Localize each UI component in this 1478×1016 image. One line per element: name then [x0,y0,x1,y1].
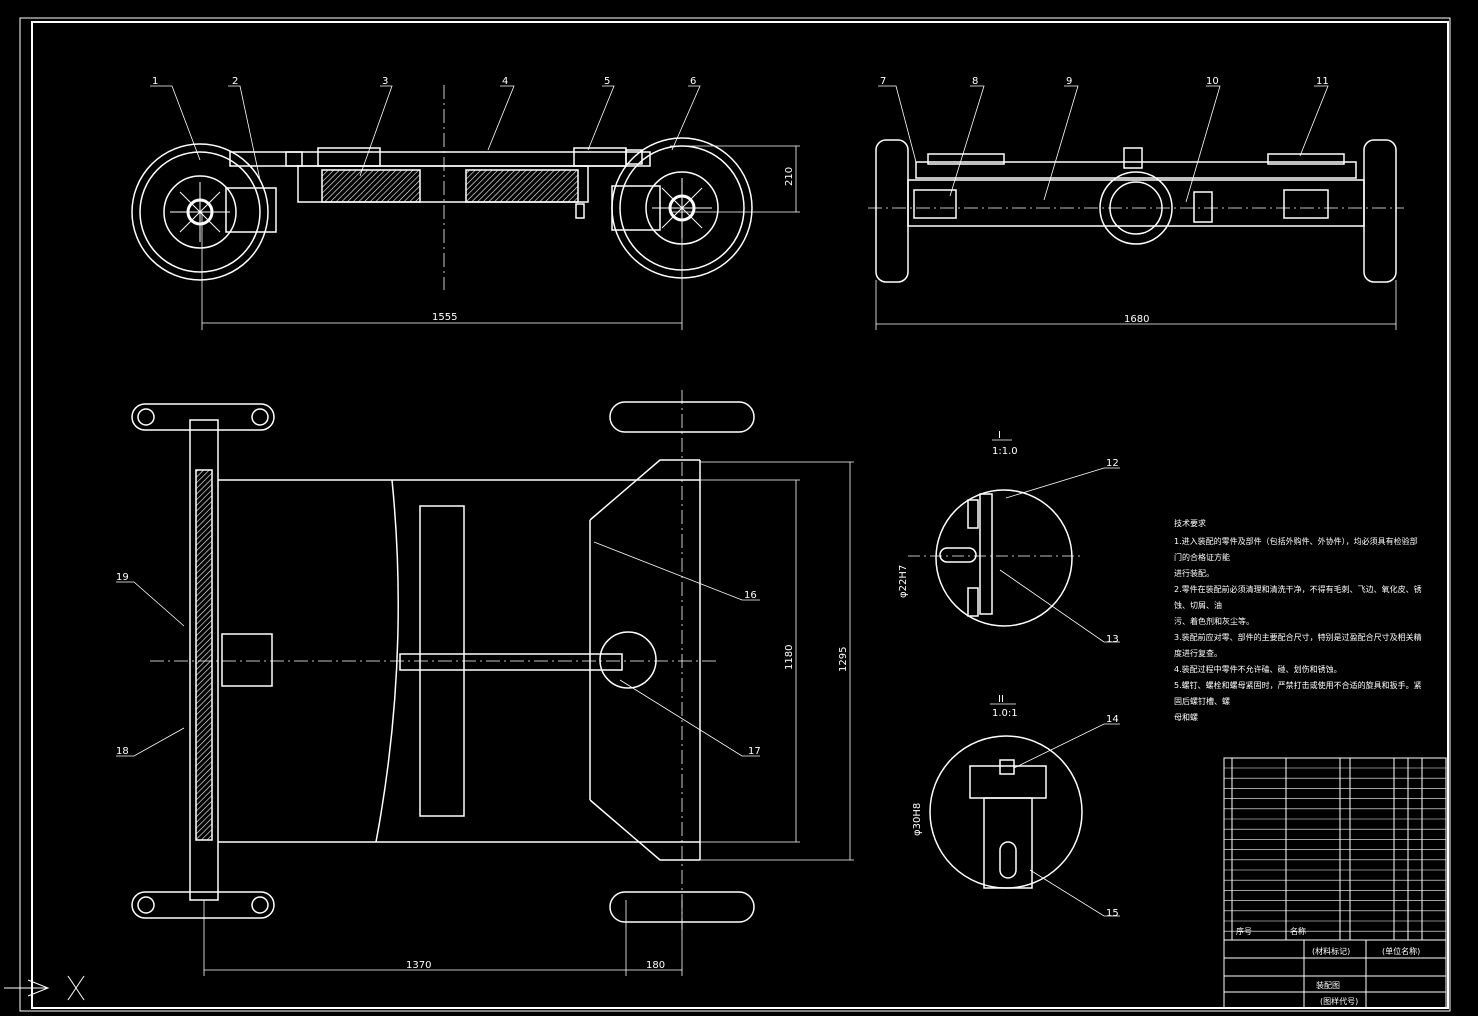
detail-ii-scale: 1.0:1 [992,708,1018,719]
callout-4: 4 [502,76,508,87]
front-view [875,139,1397,283]
callout-6: 6 [690,76,696,87]
notes-line: 3.装配前应对零、部件的主要配合尺寸，特别是过盈配合尺寸及相关精度进行复查。 [1174,633,1422,658]
plan-dims [116,390,854,976]
parts-list-rows [1224,767,1446,932]
detail-i-scale: 1:1.0 [992,446,1018,457]
front-dims [868,85,1404,330]
callout-5: 5 [604,76,610,87]
notes-line: 污、着色剂和灰尘等。 [1174,617,1254,626]
tb-drawing-name: 装配图 [1316,980,1340,990]
notes-line: 母和螺 [1174,713,1198,722]
dim-detail-ii-dia: φ30H8 [912,803,923,836]
dim-front-width: 1680 [1124,314,1149,325]
dim-detail-i-dia: φ22H7 [898,565,909,598]
detail-i [908,439,1120,643]
inner-frame [31,21,1449,1009]
detail-ii [929,703,1120,917]
callout-11: 11 [1316,76,1329,87]
plan-view [131,401,755,923]
callout-19: 19 [116,572,129,583]
dim-plan-length: 1370 [406,960,431,971]
callout-3: 3 [382,76,388,87]
tb-header-name: 名称 [1290,926,1306,936]
tb-material: (材料标记) [1312,946,1350,956]
dim-plan-offset: 180 [646,960,665,971]
callout-2: 2 [232,76,238,87]
callout-14: 14 [1106,714,1119,725]
tb-drawing-no: (图样代号) [1320,996,1358,1006]
callout-13: 13 [1106,634,1119,645]
title-block-text: 序号 名称 (材料标记) (单位名称) 装配图 (图样代号) [1236,926,1420,1006]
callout-1: 1 [152,76,158,87]
dimension-labels: 1555 210 1680 1180 1295 1370 180 φ22H7 φ… [406,167,1149,971]
callout-labels: 1 2 3 4 5 6 7 8 9 10 11 12 13 14 15 16 1… [116,76,1329,919]
callout-15: 15 [1106,908,1119,919]
dim-plan-inner-width: 1180 [784,645,795,670]
side-dims [150,85,800,330]
callout-12: 12 [1106,458,1119,469]
ucs-icon [4,975,85,1001]
callout-17: 17 [748,746,761,757]
notes-title: 技术要求 [1174,519,1206,528]
detail-ii-name: II [998,694,1004,705]
tb-header-seq: 序号 [1236,926,1252,936]
callout-8: 8 [972,76,978,87]
outer-frame [19,17,1451,1012]
technical-requirements: 技术要求 1.进入装配的零件及部件（包括外购件、外协件），均必须具有检验部门的合… [1174,516,1424,726]
dim-side-length: 1555 [432,312,457,323]
callout-16: 16 [744,590,757,601]
notes-line: 1.进入装配的零件及部件（包括外购件、外协件），均必须具有检验部门的合格证方能 [1174,537,1418,562]
notes-line: 进行装配。 [1174,569,1214,578]
tb-unit: (单位名称) [1382,946,1420,956]
side-view [131,137,753,281]
notes-line: 4.装配过程中零件不允许磕、碰、划伤和锈蚀。 [1174,665,1342,674]
detail-i-name: I [998,430,1001,441]
notes-line: 2.零件在装配前必须清理和清洗干净，不得有毛刺、飞边、氧化皮、锈蚀、切屑、油 [1174,585,1422,610]
callout-18: 18 [116,746,129,757]
dim-side-height: 210 [784,167,795,186]
callout-7: 7 [880,76,886,87]
callout-9: 9 [1066,76,1072,87]
title-block [1223,757,1447,1009]
notes-line: 5.螺钉、螺栓和螺母紧固时，严禁打击或使用不合适的旋具和扳手。紧固后螺钉槽、螺 [1174,681,1422,706]
dim-plan-outer-width: 1295 [838,647,849,672]
callout-10: 10 [1206,76,1219,87]
